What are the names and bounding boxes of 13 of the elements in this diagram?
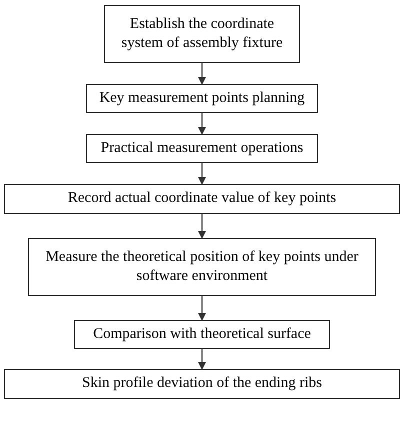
arrow: [198, 163, 206, 185]
arrow: [198, 349, 206, 370]
process-box: Comparison with theoretical surface: [74, 320, 330, 349]
process-box: Key measurement points planning: [86, 84, 318, 113]
process-box: Record actual coordinate value of key points: [4, 184, 400, 214]
process-box: Establish the coordinate system of assembly fixture: [104, 5, 300, 63]
process-box: Practical measurement operations: [86, 134, 318, 163]
arrow: [198, 296, 206, 321]
process-box: Skin profile deviation of the ending ribs: [4, 369, 400, 399]
process-box: Measure the theoretical position of key points under software environment: [28, 238, 376, 296]
arrow: [198, 63, 206, 85]
arrow: [198, 113, 206, 135]
arrow: [198, 214, 206, 239]
